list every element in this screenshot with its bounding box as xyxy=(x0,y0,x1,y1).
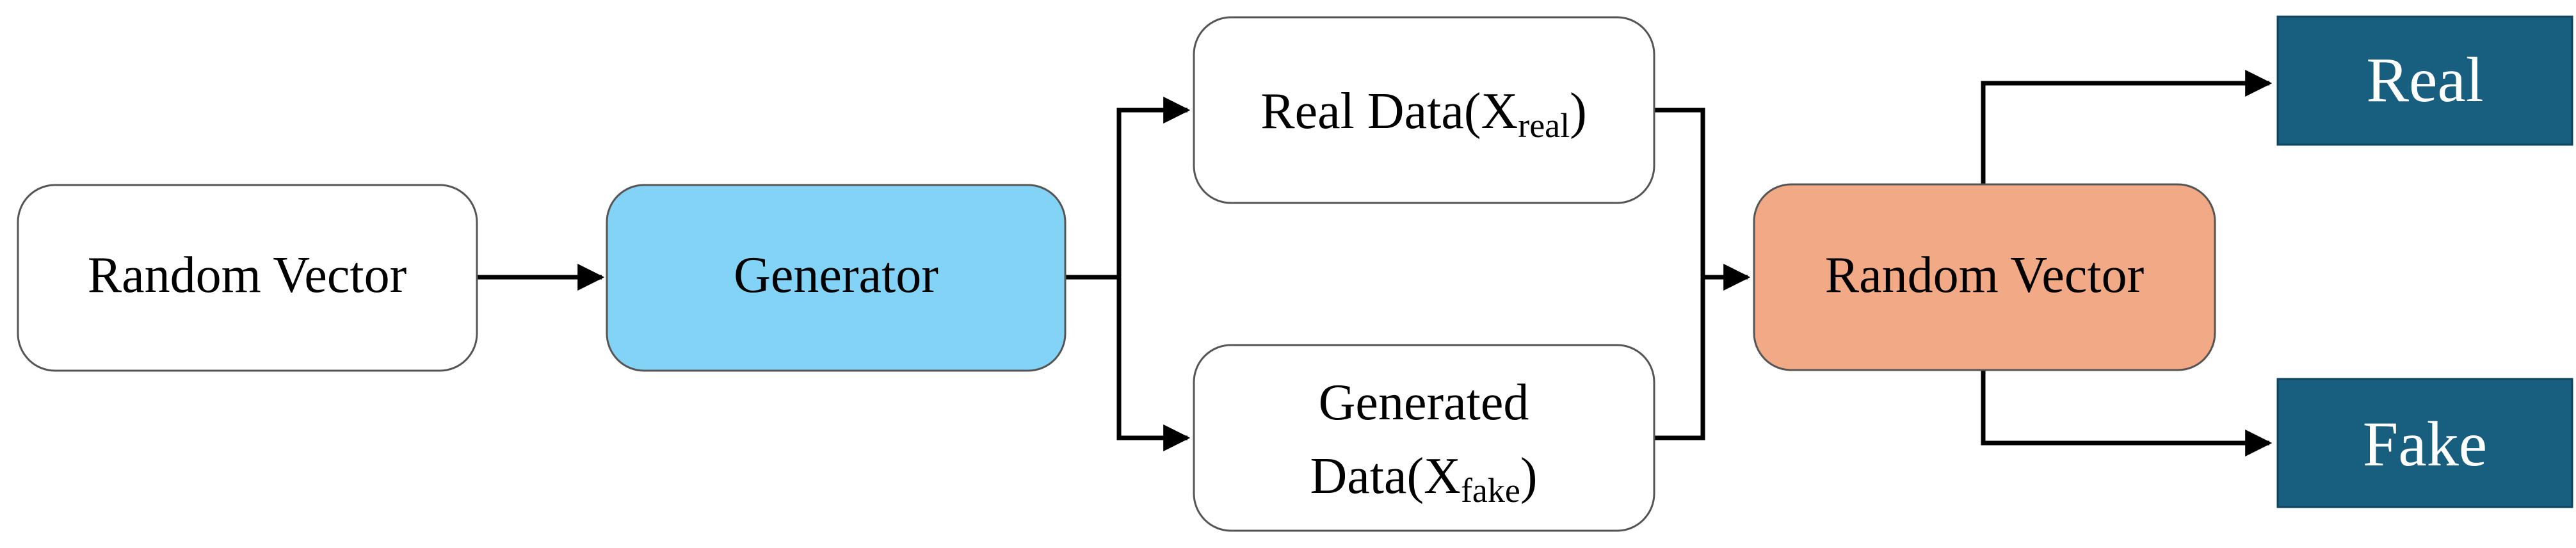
node-output-fake: Fake xyxy=(2276,378,2573,508)
node-output-real-label: Real xyxy=(2366,44,2483,115)
node-generated-data: Generated Data(Xfake) xyxy=(1193,344,1655,532)
edge-split-to-real-data xyxy=(1116,97,1191,277)
edge-discriminator-to-real xyxy=(1981,70,2273,184)
node-real-data: Real Data(Xreal) xyxy=(1193,16,1655,204)
edge-discriminator-to-fake xyxy=(1981,370,2273,456)
edge-split-to-generated-data xyxy=(1116,277,1191,451)
real-data-close: ) xyxy=(1570,83,1587,140)
edge-real-data-to-merge xyxy=(1654,108,1705,277)
node-random-vector-input-label: Random Vector xyxy=(88,247,407,303)
node-generator-label: Generator xyxy=(734,247,938,303)
edges xyxy=(477,70,2273,456)
node-discriminator: Random Vector xyxy=(1753,183,2216,371)
generated-data-close: ) xyxy=(1520,448,1538,504)
edge-generated-data-to-merge xyxy=(1654,277,1705,440)
node-generator: Generator xyxy=(606,184,1067,372)
node-output-fake-label: Fake xyxy=(2363,408,2487,480)
node-real-data-label: Real Data(Xreal) xyxy=(1260,83,1587,145)
node-discriminator-label: Random Vector xyxy=(1825,247,2144,303)
node-generated-data-line1: Generated xyxy=(1319,375,1529,431)
real-data-subscript: real xyxy=(1518,106,1570,145)
generated-data-text: Data(X xyxy=(1310,448,1461,504)
real-data-text: Real Data(X xyxy=(1260,83,1518,140)
node-output-real: Real xyxy=(2276,15,2573,146)
node-random-vector-input: Random Vector xyxy=(17,184,478,372)
node-generated-data-line2: Data(Xfake) xyxy=(1310,448,1538,510)
generated-data-subscript: fake xyxy=(1461,471,1520,510)
